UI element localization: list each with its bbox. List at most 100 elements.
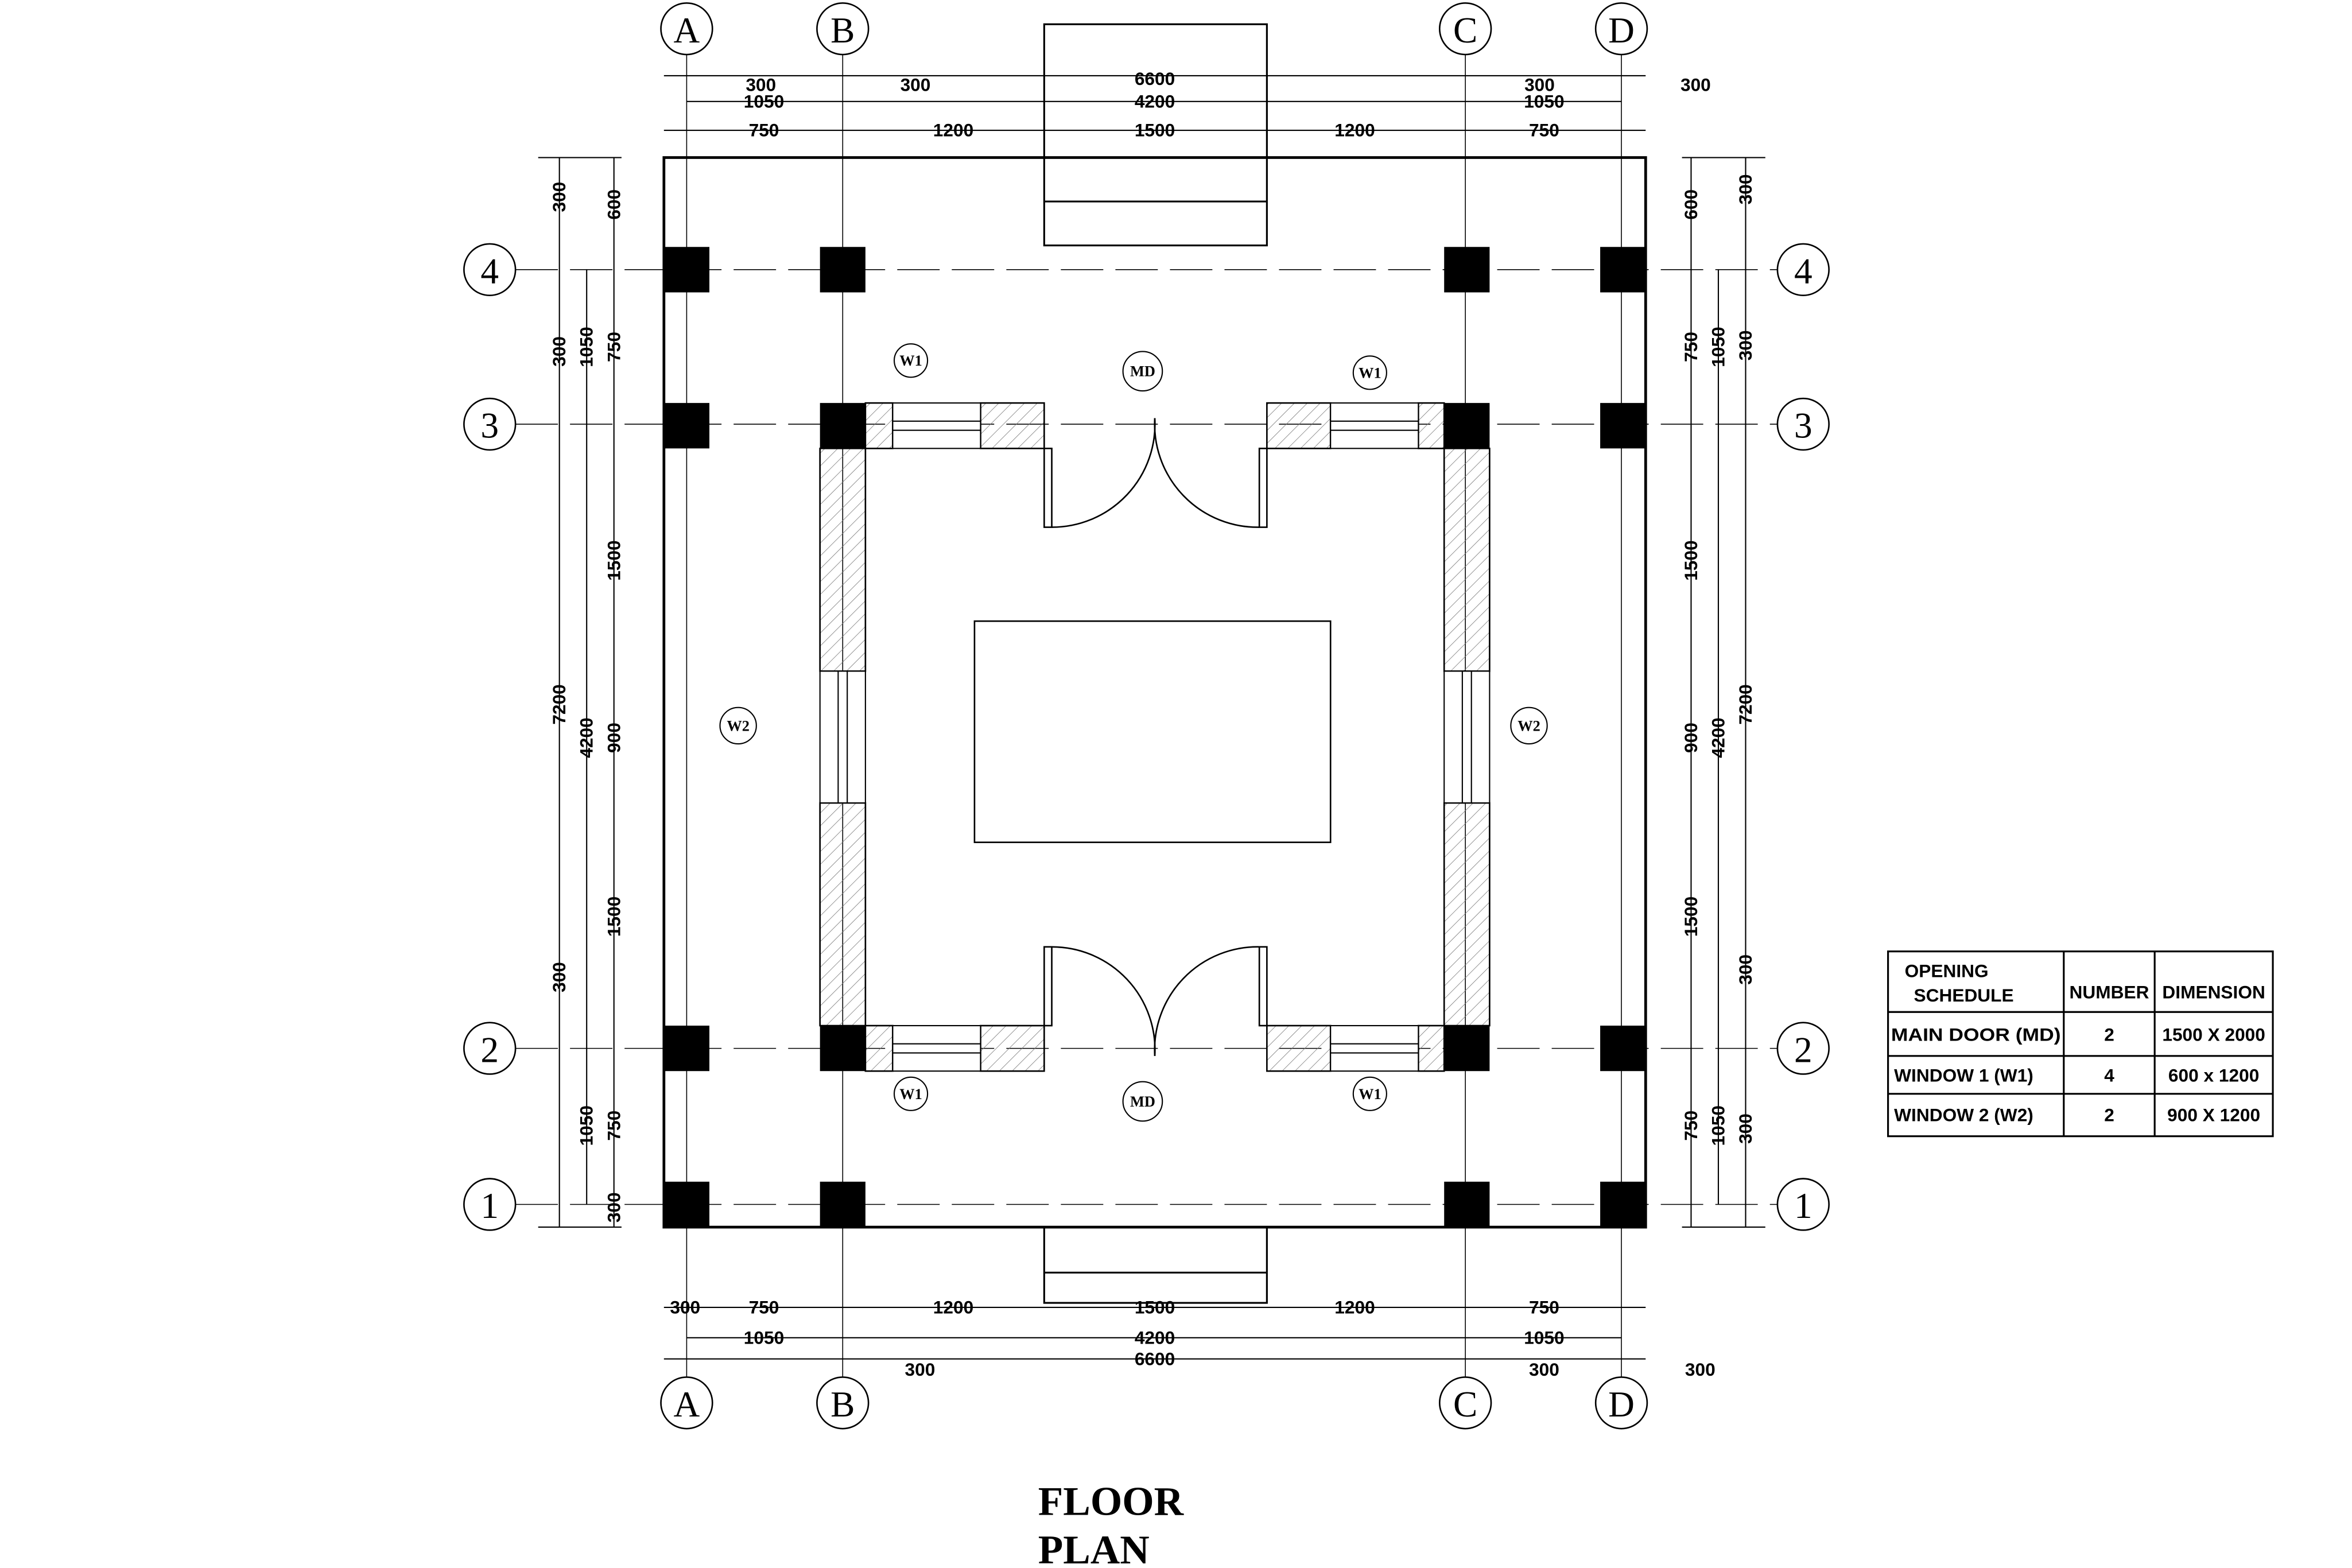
tag-w1: W1 — [899, 1085, 922, 1103]
grid-label-4: 4 — [480, 251, 499, 291]
drawing-title-line2: PLAN — [1038, 1527, 1150, 1568]
grid-label-4: 4 — [1794, 251, 1812, 291]
left-dimensions: 600 750 1500 900 1500 750 300 1050 4200 … — [549, 182, 624, 1222]
tag-md: MD — [1130, 1093, 1155, 1110]
dim-offset: 300 — [1735, 954, 1756, 985]
dim-offset: 300 — [1735, 330, 1756, 360]
dim-offset: 300 — [905, 1359, 935, 1380]
tag-w1: W1 — [1359, 364, 1381, 381]
grid-label-b: B — [830, 1384, 855, 1425]
dim-segment: 900 — [603, 723, 624, 753]
drawing-title-line1: FLOOR — [1038, 1479, 1185, 1524]
dim-segment: 1200 — [1334, 120, 1375, 141]
dim-side-depth: 1050 — [576, 327, 597, 367]
dim-segment: 750 — [1680, 332, 1701, 362]
dim-inner-depth: 4200 — [576, 717, 597, 758]
dim-offset: 300 — [603, 1192, 624, 1222]
schedule-row-number: 4 — [2104, 1065, 2114, 1086]
dim-offset: 300 — [1524, 74, 1555, 95]
dim-overall-width: 6600 — [1135, 68, 1175, 89]
dim-overall-depth: 7200 — [549, 684, 569, 724]
grid-label-b: B — [830, 10, 855, 51]
dim-side-depth: 1050 — [1708, 1105, 1729, 1146]
dim-segment: 1500 — [603, 896, 624, 937]
grid-label-3: 3 — [1794, 406, 1812, 446]
schedule-row-dimension: 900 X 1200 — [2167, 1104, 2260, 1125]
schedule-row-dimension: 600 x 1200 — [2168, 1065, 2259, 1086]
schedule-header-dimension: DIMENSION — [2162, 982, 2265, 1003]
dim-segment: 750 — [749, 120, 779, 141]
dim-side-width: 1050 — [744, 1327, 784, 1348]
windows — [819, 402, 1491, 1072]
schedule-row-name: WINDOW 2 (W2) — [1894, 1104, 2033, 1125]
schedule-header-opening: OPENING — [1905, 961, 1989, 981]
dim-side-width: 1050 — [1524, 1327, 1564, 1348]
dim-segment: 750 — [1680, 1111, 1701, 1141]
dim-segment: 750 — [749, 1297, 779, 1318]
opening-schedule-table: OPENING SCHEDULE NUMBER DIMENSION MAIN D… — [1887, 950, 2274, 1138]
schedule-row-name: MAIN DOOR (MD) — [1891, 1024, 2061, 1045]
dim-segment: 900 — [1680, 723, 1701, 753]
grid-label-3: 3 — [480, 406, 499, 446]
dim-segment: 600 — [603, 189, 624, 220]
main-doors — [1043, 418, 1268, 1056]
dim-offset: 300 — [1685, 1359, 1716, 1380]
dim-overall-width: 6600 — [1135, 1348, 1175, 1369]
grid-label-c: C — [1453, 1384, 1477, 1425]
schedule-row-dimension: 1500 X 2000 — [2162, 1024, 2265, 1045]
tag-w1: W1 — [899, 352, 922, 369]
grid-label-1: 1 — [480, 1186, 499, 1226]
dim-segment: 1500 — [1680, 896, 1701, 937]
dim-offset: 300 — [549, 182, 569, 212]
dim-overall-depth: 7200 — [1735, 684, 1756, 724]
grid-bubbles — [463, 2, 1830, 1430]
grid-label-1: 1 — [1794, 1186, 1812, 1226]
schedule-row-number: 2 — [2104, 1104, 2114, 1125]
plinth-outline — [662, 156, 1647, 1229]
dim-side-width: 1050 — [1524, 91, 1564, 111]
dim-segment: 1200 — [933, 1297, 973, 1318]
dim-offset: 300 — [1735, 174, 1756, 205]
dim-offset: 300 — [1735, 1113, 1756, 1144]
dim-inner-width: 4200 — [1135, 1327, 1175, 1348]
dim-side-depth: 1050 — [1708, 327, 1729, 367]
dim-side-width: 1050 — [744, 91, 784, 111]
top-dimensions: 6600 300 300 300 300 1050 4200 1050 750 … — [744, 68, 1711, 141]
grid-label-a: A — [674, 1384, 700, 1425]
dim-inner-depth: 4200 — [1708, 717, 1729, 758]
tag-w1: W1 — [1359, 1085, 1381, 1103]
tag-w2: W2 — [727, 717, 750, 734]
dimension-lines — [538, 75, 1765, 1360]
columns — [663, 247, 1646, 1228]
tag-md: MD — [1130, 363, 1155, 380]
dim-segment: 600 — [1680, 189, 1701, 220]
schedule-row-name: WINDOW 1 (W1) — [1894, 1065, 2033, 1086]
dim-segment: 1500 — [1135, 120, 1175, 141]
dim-segment: 1200 — [933, 120, 973, 141]
walls — [819, 402, 1491, 1072]
grid-label-2: 2 — [1794, 1030, 1812, 1070]
dim-segment: 750 — [603, 332, 624, 362]
dim-segment: 1500 — [1680, 540, 1701, 580]
dim-side-depth: 1050 — [576, 1105, 597, 1146]
dim-offset: 300 — [1680, 74, 1711, 95]
dim-offset: 300 — [746, 74, 776, 95]
dim-offset: 300 — [1529, 1359, 1559, 1380]
bottom-dimensions: 300 750 1200 1500 1200 750 1050 4200 105… — [670, 1297, 1715, 1380]
dim-segment: 1500 — [1135, 1297, 1175, 1318]
grid-label-c: C — [1453, 10, 1477, 51]
opening-tags — [719, 343, 1548, 1122]
dim-offset: 300 — [549, 336, 569, 367]
dim-offset: 300 — [549, 962, 569, 992]
grid-label-d: D — [1608, 10, 1635, 51]
dim-segment: 750 — [1529, 120, 1559, 141]
central-platform — [973, 620, 1332, 843]
dim-segment: 1200 — [1334, 1297, 1375, 1318]
dim-offset: 300 — [901, 74, 931, 95]
schedule-header-number: NUMBER — [2070, 982, 2149, 1003]
grid-label-a: A — [674, 10, 700, 51]
right-dimensions: 600 750 1500 900 1500 750 1050 4200 1050… — [1680, 174, 1756, 1146]
front-steps — [1043, 23, 1268, 247]
dim-segment: 1500 — [603, 540, 624, 580]
